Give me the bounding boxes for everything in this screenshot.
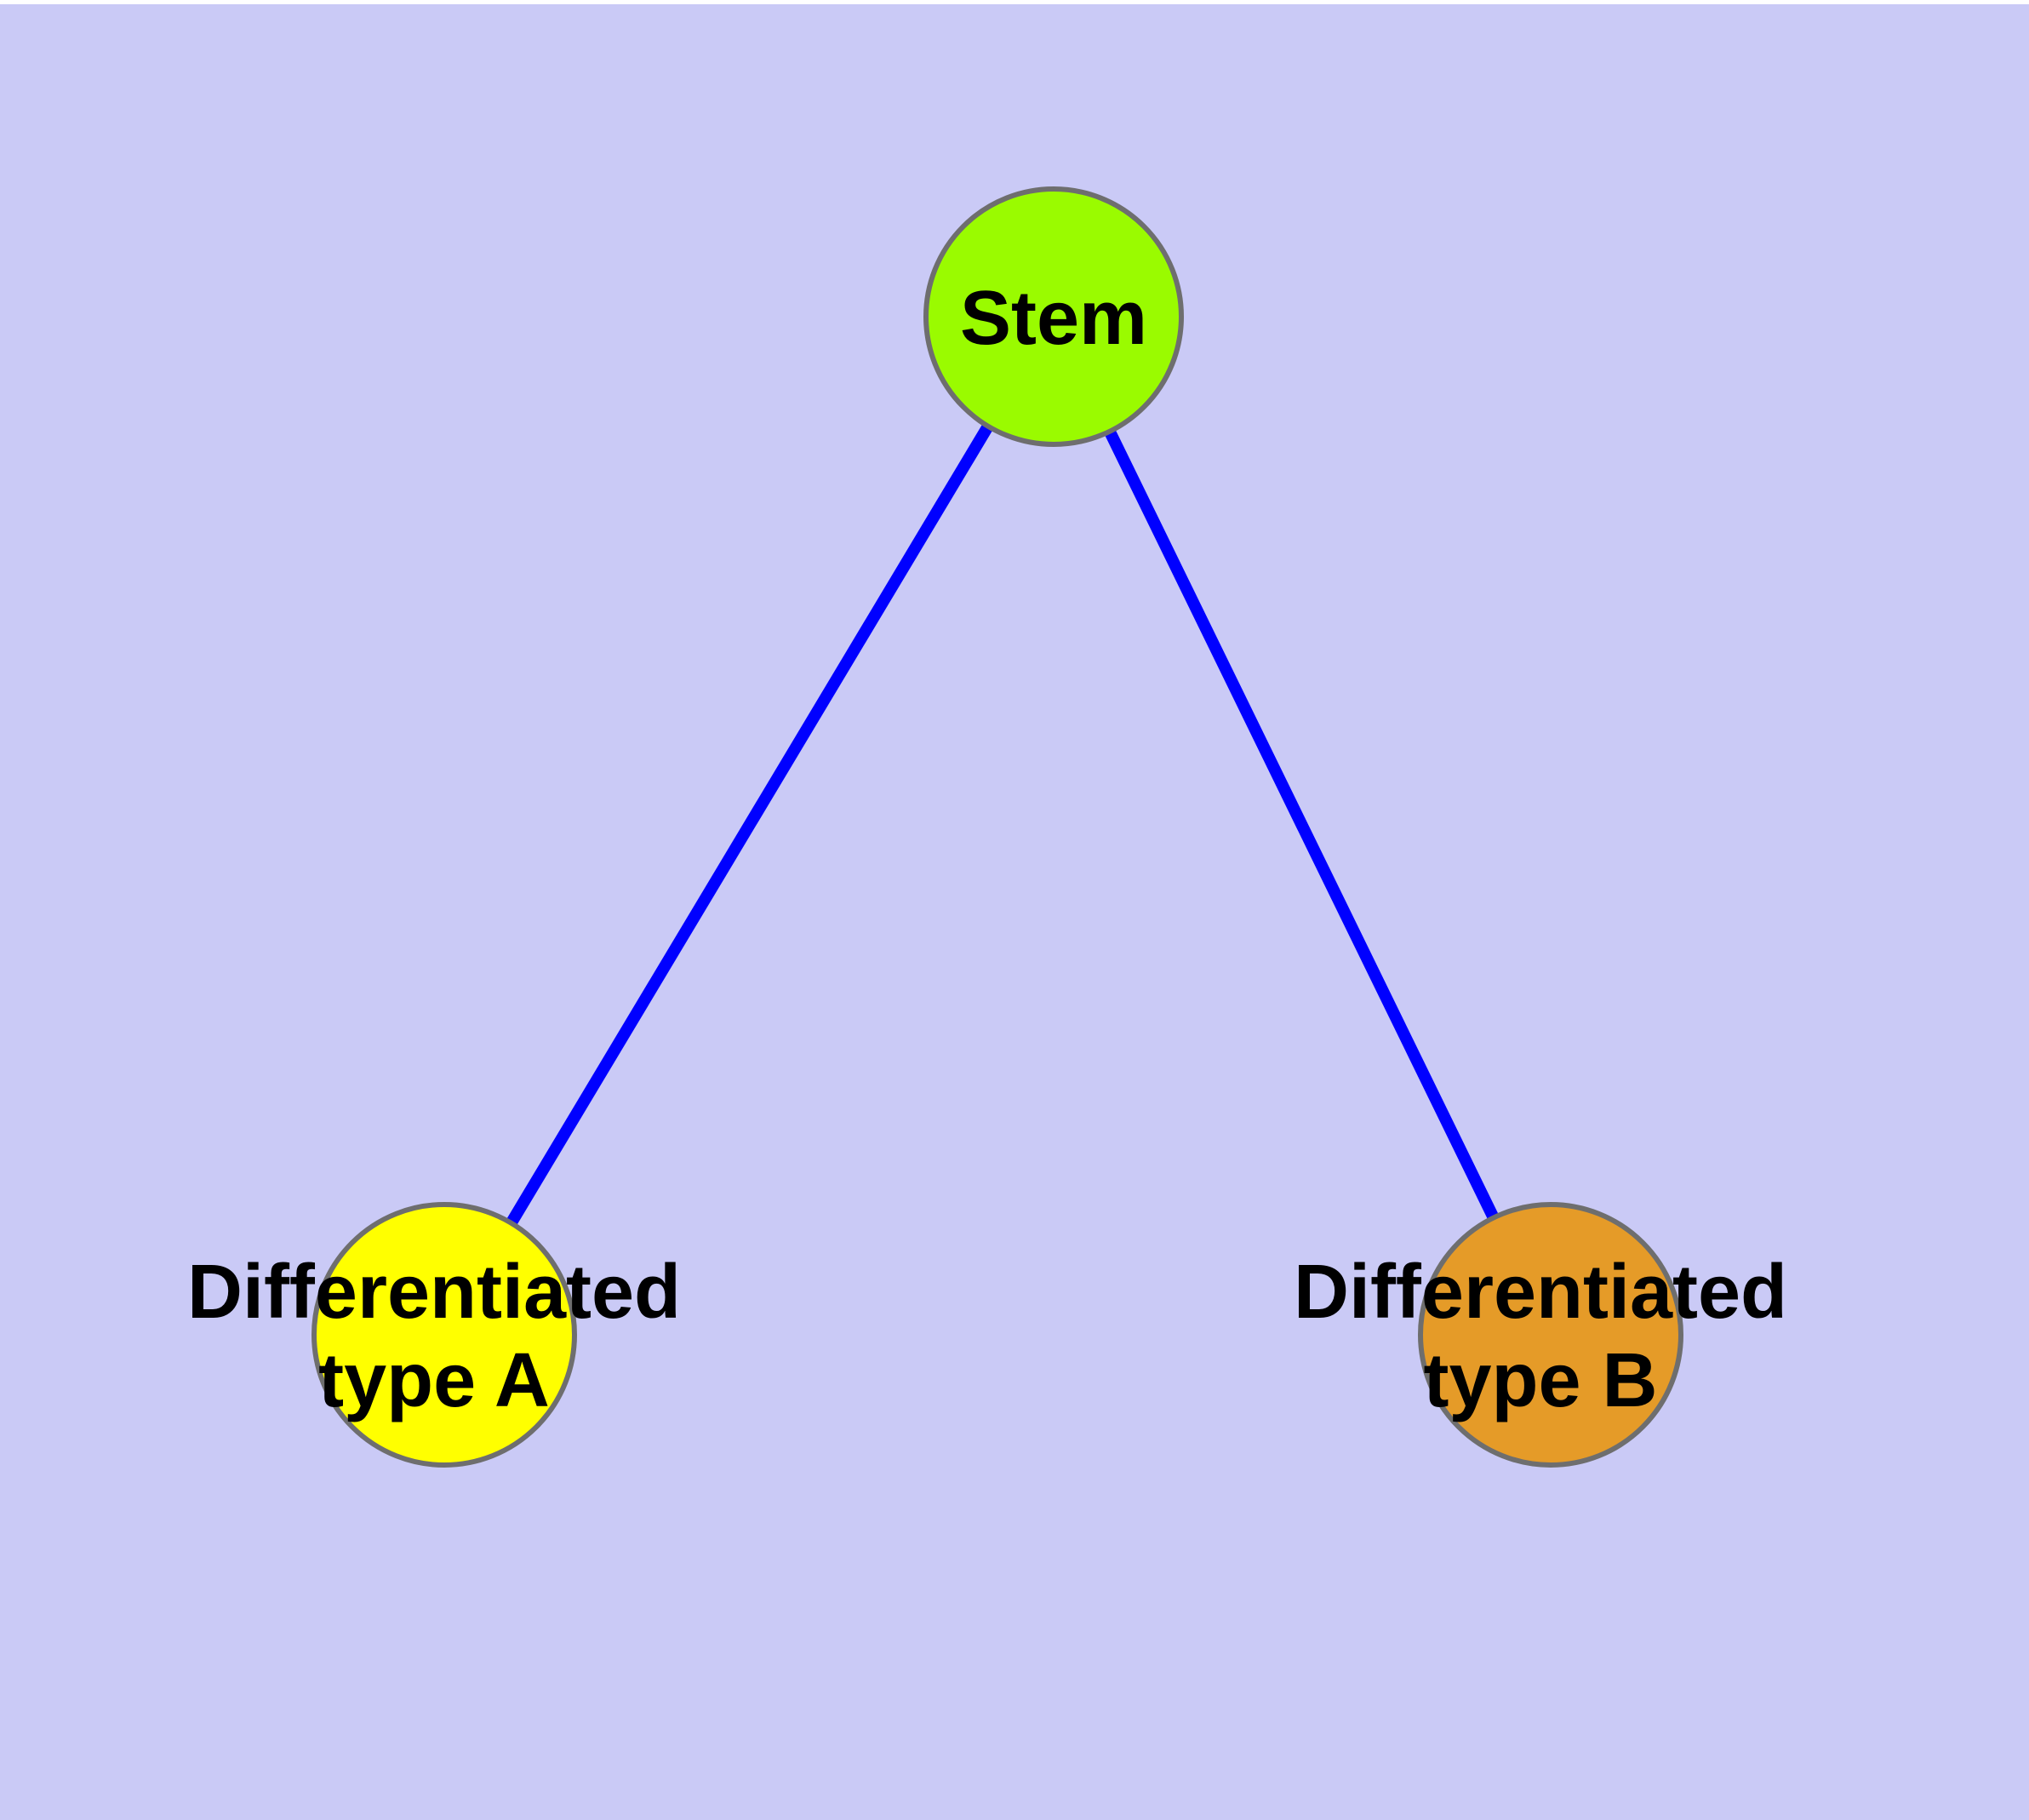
node-label-type-a-line2: type A xyxy=(318,1338,550,1423)
node-differentiated-type-b xyxy=(1418,1202,1683,1468)
node-label-type-b-line1: Differentiated xyxy=(1294,1250,1787,1335)
node-label-stem: Stem xyxy=(960,276,1147,361)
node-label-type-a-line1: Differentiated xyxy=(187,1250,681,1335)
edge-stem-to-type-b xyxy=(1048,313,1557,1338)
edge-stem-to-type-a xyxy=(438,313,1060,1338)
node-differentiated-type-a xyxy=(311,1202,577,1468)
node-label-type-b-line2: type B xyxy=(1423,1338,1657,1423)
node-stem xyxy=(923,186,1184,447)
